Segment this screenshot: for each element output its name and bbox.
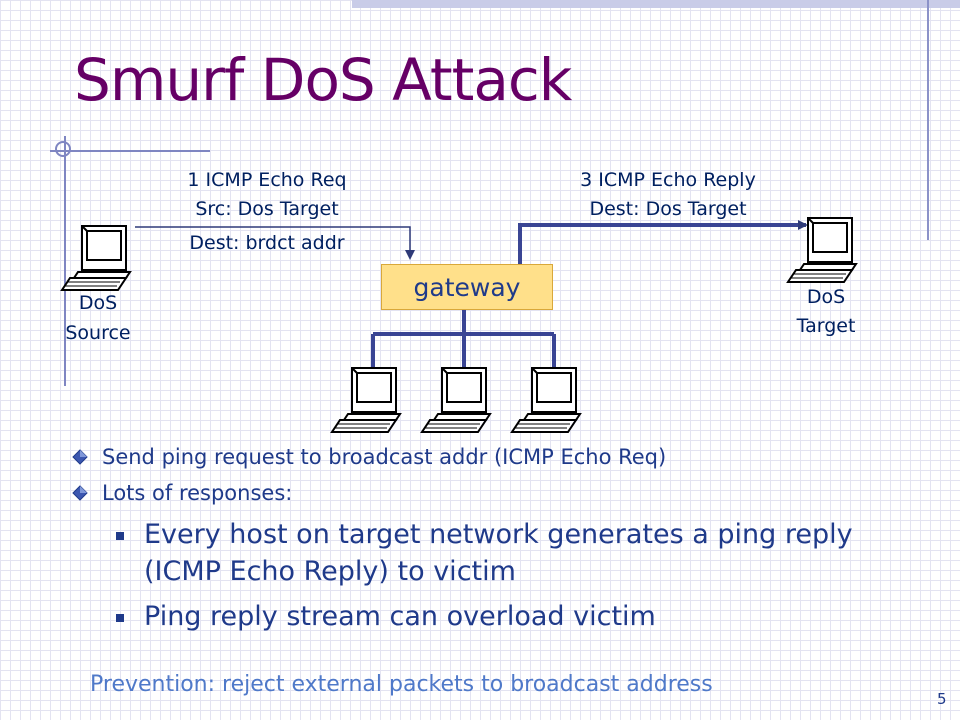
sub-bullet-item: Ping reply stream can overload victim	[114, 598, 892, 635]
target-label-line1: DoS	[806, 286, 846, 308]
host-computer-icon	[420, 367, 492, 433]
reply-arrow-line	[518, 220, 808, 264]
prevention-note: Prevention: reject external packets to b…	[90, 672, 713, 697]
sub-bullet-item: Every host on target network generates a…	[114, 516, 892, 590]
source-label-line1: DoS	[78, 292, 118, 314]
dos-target-computer-icon	[786, 217, 858, 283]
sub-bullet-text: Every host on target network generates a…	[144, 519, 853, 587]
gateway-box: gateway	[381, 264, 553, 310]
request-label-line2: Src: Dos Target	[195, 198, 339, 220]
bullet-text: Lots of responses:	[102, 481, 293, 505]
bullet-text: Send ping request to broadcast addr (ICM…	[102, 445, 667, 469]
bullet-item: Lots of responses:	[72, 478, 892, 508]
top-decoration-band	[352, 0, 960, 8]
square-bullet-icon	[116, 614, 124, 622]
square-bullet-icon	[116, 532, 124, 540]
right-decoration-line	[927, 0, 929, 240]
ornament-vertical-line	[64, 136, 66, 386]
diamond-bullet-icon	[72, 449, 88, 465]
request-arrow-line	[135, 226, 415, 260]
reply-label-line1: 3 ICMP Echo Reply	[580, 169, 756, 191]
target-label-line2: Target	[796, 315, 856, 337]
source-label-line2: Source	[65, 322, 131, 344]
host-computer-icon	[510, 367, 582, 433]
ornament-circle	[55, 141, 71, 157]
ornament-horizontal-line	[50, 150, 210, 152]
host-computer-icon	[330, 367, 402, 433]
dos-source-computer-icon	[60, 225, 132, 291]
gateway-label: gateway	[413, 272, 521, 302]
diamond-bullet-icon	[72, 485, 88, 501]
request-label-line1: 1 ICMP Echo Req	[187, 169, 347, 191]
slide-title: Smurf DoS Attack	[74, 46, 572, 114]
request-label-line3: Dest: brdct addr	[189, 232, 345, 254]
reply-label-line2: Dest: Dos Target	[589, 198, 747, 220]
bullet-list: Send ping request to broadcast addr (ICM…	[72, 442, 892, 635]
sub-bullet-text: Ping reply stream can overload victim	[144, 601, 656, 632]
page-number: 5	[937, 690, 947, 708]
bullet-item: Send ping request to broadcast addr (ICM…	[72, 442, 892, 472]
